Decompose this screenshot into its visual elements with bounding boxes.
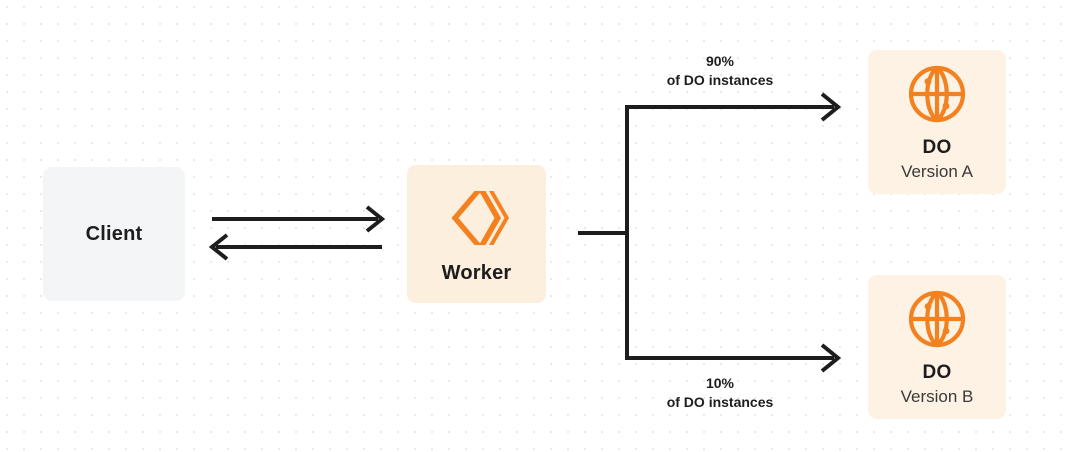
do-a-title: DO (922, 137, 952, 159)
edge-label-do-a-percent: 90% (705, 53, 735, 69)
do-a-subtitle: Version A (901, 161, 973, 181)
worker-label: Worker (441, 261, 512, 284)
globe-icon (908, 66, 966, 123)
edge-branch-to-do-b (625, 343, 842, 373)
edge-worker-to-client (208, 233, 382, 261)
node-worker[interactable]: Worker (407, 165, 546, 303)
node-do-version-b[interactable]: DO Version B (868, 275, 1006, 419)
do-b-title: DO (922, 362, 952, 384)
node-do-version-a[interactable]: DO Version A (868, 50, 1006, 194)
edge-client-to-worker (212, 205, 386, 233)
globe-icon (908, 291, 966, 348)
do-b-subtitle: Version B (900, 386, 974, 406)
edge-label-do-b-percent: 10% (705, 375, 735, 391)
client-label: Client (85, 222, 143, 245)
edge-label-do-a: 90% of DO instances (632, 52, 808, 91)
cloudflare-workers-logo-icon (451, 190, 509, 245)
node-client[interactable]: Client (43, 167, 185, 301)
edge-branch-to-do-a (625, 92, 842, 122)
edge-label-do-a-caption: of DO instances (666, 72, 774, 89)
edge-label-do-b: 10% of DO instances (632, 374, 808, 413)
edge-label-do-b-caption: of DO instances (666, 394, 774, 411)
